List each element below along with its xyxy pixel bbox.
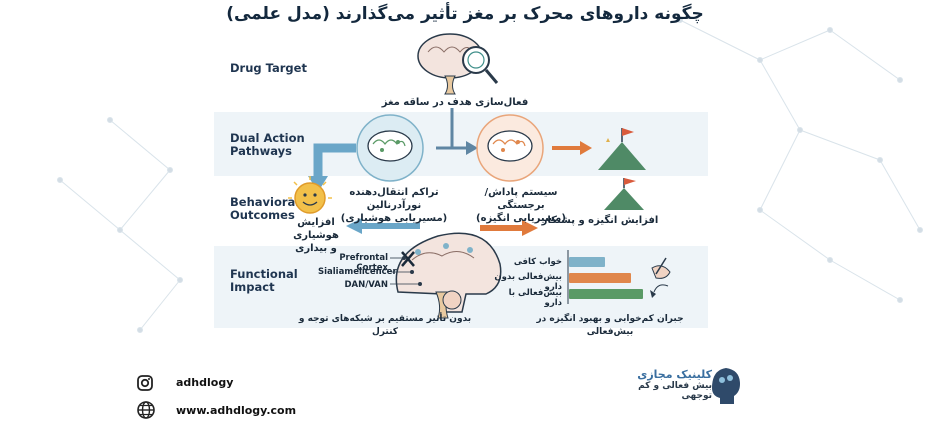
page-title: چگونه داروهای محرک بر مغز تأثیر می‌گذارن… (226, 4, 704, 24)
compensation-label: جبران کم‌خوابی و بهبود انگیزه در بیش‌فعا… (536, 314, 684, 337)
noradrenaline-label: تراکم انتقال‌دهنده نورآدرنالین(مسیریابی … (340, 187, 448, 224)
cross-icon (401, 251, 415, 267)
mountain-flag-icon-2 (604, 178, 644, 210)
bar-label-2: بیش‌فعالی با دارو (508, 288, 562, 308)
hand-pencil-icon (650, 257, 671, 298)
impact-bar-1 (569, 273, 631, 283)
row-label-drug-target: Drug Target (230, 61, 307, 75)
alertness-brain-icon (356, 114, 424, 182)
brand-tagline: بیش فعالی و کم توجهی (638, 381, 712, 401)
network-label-prefrontal: Prefrontal Cortex (339, 253, 388, 273)
impact-bars (569, 254, 649, 304)
impact-bar-0 (569, 257, 605, 267)
network-label-salience: Sialiamelicencer (318, 267, 397, 277)
motivation-label: افزایش انگیزه و پشتکار (541, 215, 659, 226)
no-direct-effect-label: بدون تأثیر مستقیم بر شبکه‌های توجه و کنت… (298, 314, 472, 337)
bar-label-1: بیش‌فعالی بدون دارو (494, 272, 562, 292)
brain-magnifier-icon (417, 33, 499, 95)
reward-brain-icon (476, 114, 544, 182)
bar-label-0: خواب کافی (513, 257, 562, 267)
brand-logo-icon (712, 368, 740, 404)
brand-name: کلینیک مجازی (637, 368, 712, 381)
brand-text: کلینیک مجازی بیش فعالی و کم توجهی (626, 368, 712, 401)
instagram-icon (137, 375, 153, 391)
mountain-flag-icon (598, 128, 646, 170)
sun-face-icon (288, 176, 332, 214)
instagram-handle[interactable]: adhdlogy (176, 376, 234, 389)
globe-icon (137, 401, 155, 419)
target-activation-label: فعال‌سازی هدف در ساقه مغز (381, 97, 529, 108)
impact-bar-2 (569, 289, 643, 299)
network-brain-icon (395, 232, 502, 319)
website-link[interactable]: www.adhdlogy.com (176, 404, 297, 417)
reward-label: سیستم پاداش/برجستگی(مسیریابی انگیزه) (476, 187, 566, 224)
network-label-dan-van: DAN/VAN (344, 280, 388, 290)
